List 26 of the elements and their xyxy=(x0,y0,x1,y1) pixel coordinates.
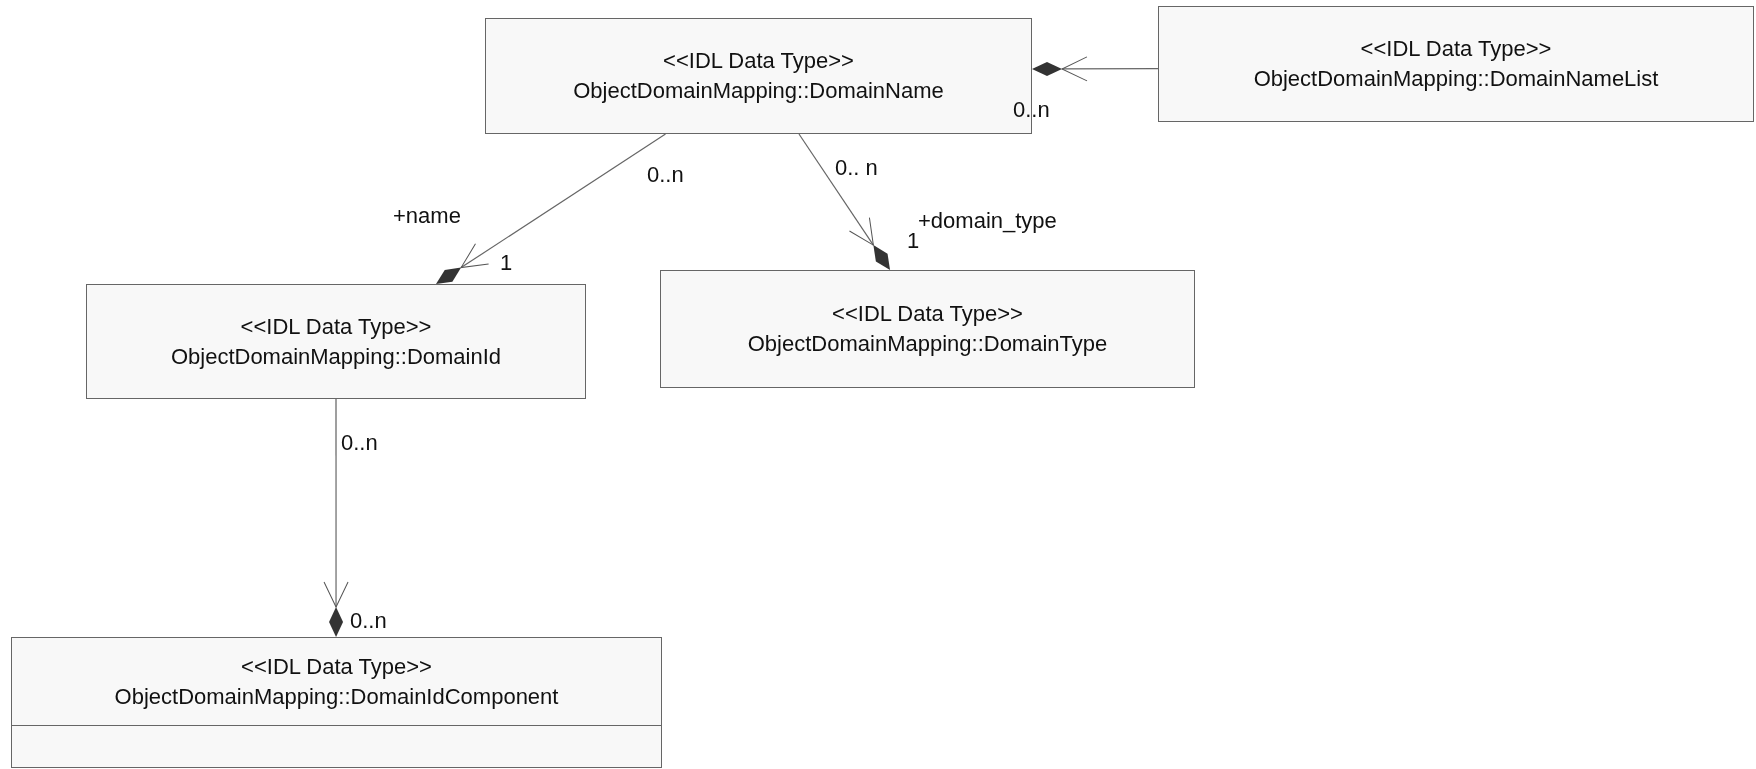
stereotype-text: <<IDL Data Type>> xyxy=(240,312,432,341)
multiplicity-label: 0..n xyxy=(350,608,387,634)
multiplicity-label: 1 xyxy=(907,228,920,254)
composition-connector xyxy=(460,133,667,269)
multiplicity-label: 0..n xyxy=(341,430,378,456)
multiplicity-label: 0.. n xyxy=(835,155,878,181)
stereotype-text: <<IDL Data Type>> xyxy=(832,300,1023,328)
composition-connector xyxy=(1061,56,1159,82)
multiplicity-label: 0..n xyxy=(647,162,684,188)
class-name: ObjectDomainMapping::DomainName xyxy=(573,77,944,105)
class-box xyxy=(11,637,662,768)
stereotype-text: <<IDL Data Type>> xyxy=(663,47,854,75)
composition-connector xyxy=(798,133,874,246)
stereotype-text: <<IDL Data Type>> xyxy=(241,652,432,681)
class-box xyxy=(1158,6,1754,122)
multiplicity-label: +domain_type xyxy=(918,208,1057,233)
multiplicity-label: 1 xyxy=(500,250,513,276)
class-name: ObjectDomainMapping::DomainNameList xyxy=(1253,65,1659,93)
class-box xyxy=(86,284,586,399)
class-name: ObjectDomainMapping::DomainId xyxy=(170,342,502,371)
stereotype-text: <<IDL Data Type>> xyxy=(1360,35,1552,63)
multiplicity-label: +name xyxy=(393,203,461,229)
class-name: ObjectDomainMapping::DomainType xyxy=(747,330,1108,358)
class-name: ObjectDomainMapping::DomainIdComponent xyxy=(114,682,559,711)
class-box xyxy=(660,270,1195,388)
composition-connector xyxy=(323,398,349,608)
